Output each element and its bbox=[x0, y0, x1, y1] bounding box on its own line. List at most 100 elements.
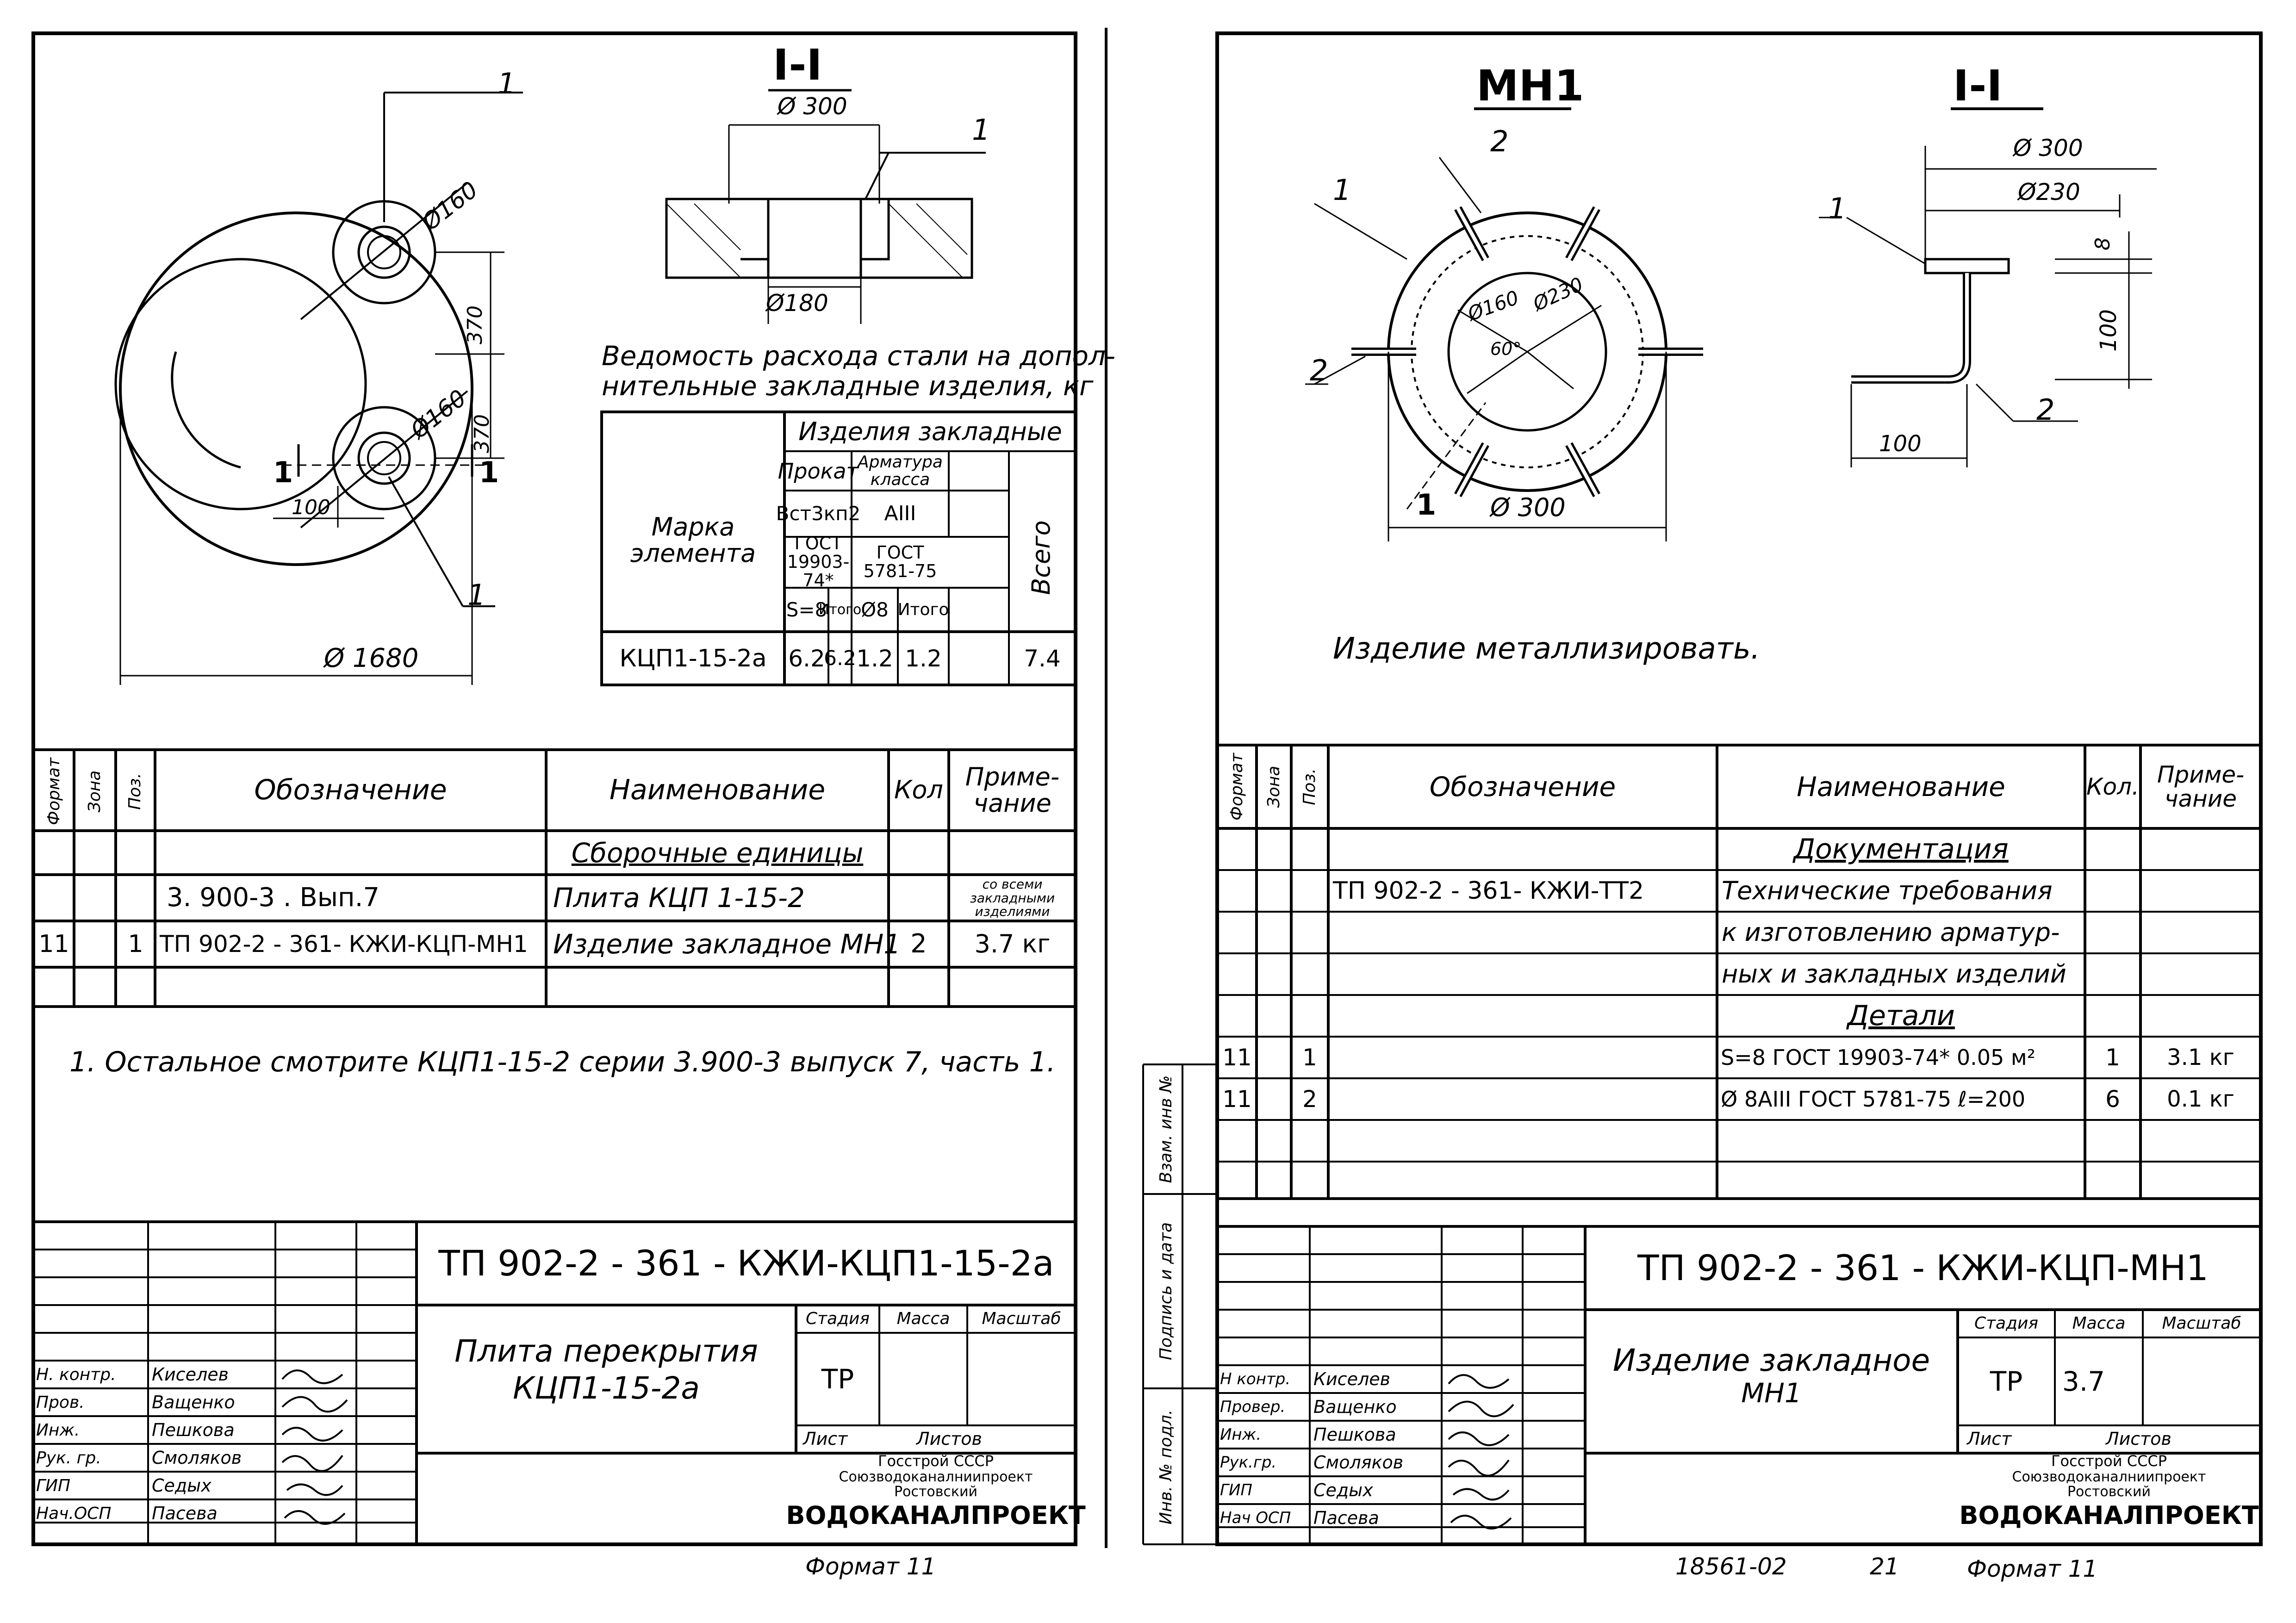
dim-370-lower: 370 bbox=[470, 414, 494, 453]
side-label-sign-date: Подпись и дата bbox=[1157, 1222, 1176, 1361]
stamp-org-2: Союзводоканалниипроект bbox=[839, 1469, 1033, 1486]
section-right-dim-100-h: 100 bbox=[1879, 431, 1922, 457]
spec-doc-designation: ТП 902-2 - 361- КЖИ-ТТ2 bbox=[1333, 877, 1644, 905]
stamp-signatures bbox=[1448, 1374, 1514, 1530]
spec-detail-name: S=8 ГОСТ 19903-74* 0.05 м² bbox=[1721, 1045, 2036, 1070]
plan-dia-300: Ø 300 bbox=[1490, 493, 1566, 522]
stamp-name: Киселев bbox=[152, 1364, 229, 1385]
stamp-name: Киселев bbox=[1313, 1369, 1391, 1390]
spec-row2-designation: ТП 902-2 - 361- КЖИ-КЦП-МН1 bbox=[160, 931, 528, 958]
spec-col-pos: Поз. bbox=[125, 773, 144, 810]
stamp-role: ГИП bbox=[1220, 1481, 1252, 1500]
steel-row-value: 7.4 bbox=[1024, 645, 1061, 672]
stamp-org-4: ВОДОКАНАЛПРОЕКТ bbox=[786, 1500, 1086, 1530]
stamp-org-3: Ростовский bbox=[2067, 1484, 2151, 1500]
spec-detail-format: 11 bbox=[1222, 1085, 1252, 1113]
stamp-name: Седых bbox=[1313, 1480, 1373, 1501]
spec-detail-qty: 1 bbox=[2105, 1044, 2120, 1071]
stamp-title-2: КЦП1-15-2а bbox=[513, 1370, 700, 1406]
sheet-code: 18561-02 bbox=[1675, 1553, 1787, 1580]
format-label-left: Формат 11 bbox=[805, 1553, 936, 1580]
spec-col-note: Приме-чание bbox=[2157, 761, 2245, 812]
stamp-scale-label: Масштаб bbox=[2162, 1314, 2241, 1333]
plate-callout-1: 1 bbox=[498, 67, 516, 100]
spec-row2-note: 3.7 кг bbox=[974, 929, 1051, 959]
plan-angle: 60° bbox=[1490, 339, 1522, 359]
stamp-title-2: МН1 bbox=[1741, 1377, 1802, 1409]
section-title-right: I-I bbox=[1953, 61, 2003, 111]
steel-header-group: Изделия закладные bbox=[798, 417, 1062, 446]
section-right-callout-1: 1 bbox=[1828, 192, 1847, 225]
stamp-role: Н. контр. bbox=[36, 1365, 116, 1385]
side-label-replace-inv: Взам. инв № bbox=[1157, 1075, 1176, 1183]
stamp-role: Пров. bbox=[36, 1393, 85, 1412]
stamp-title-1: Изделие закладное bbox=[1612, 1343, 1930, 1379]
section-dia-180: Ø180 bbox=[766, 290, 828, 317]
spec-row2-name: Изделие закладное МН1 bbox=[553, 928, 901, 960]
spec-doc-name-3: ных и закладных изделий bbox=[1722, 959, 2066, 989]
stamp-role: Нач ОСП bbox=[1220, 1509, 1291, 1528]
steel-row-mark: КЦП1-15-2а bbox=[619, 644, 767, 672]
spec-col-qty: Кол bbox=[894, 775, 943, 805]
steel-sub-d8: Ø8 bbox=[861, 598, 889, 621]
stamp-stage: ТР bbox=[821, 1363, 854, 1395]
steel-col-armatura: Арматура класса bbox=[858, 453, 943, 489]
spec-section-assembly: Сборочные единицы bbox=[571, 837, 864, 869]
stamp-code: ТП 902-2 - 361 - КЖИ-КЦП1-15-2а bbox=[438, 1243, 1054, 1284]
stamp-name: Смоляков bbox=[1313, 1452, 1404, 1473]
plan-title: МН1 bbox=[1476, 61, 1584, 111]
spec-col-designation: Обозначение bbox=[1429, 771, 1616, 802]
stamp-stage-label: Стадия bbox=[1974, 1314, 2039, 1333]
steel-row-value: 1.2 bbox=[905, 645, 942, 672]
spec-detail-pos: 1 bbox=[1302, 1044, 1317, 1071]
stamp-org-3: Ростовский bbox=[894, 1484, 978, 1500]
spec-col-format: Формат bbox=[1227, 752, 1246, 821]
plan-callout-1: 1 bbox=[1333, 173, 1351, 207]
steel-sub-itogo-2: Итого bbox=[897, 600, 949, 620]
section-dia-300: Ø 300 bbox=[778, 93, 847, 120]
spec-col-name: Наименование bbox=[1797, 771, 2005, 802]
spec-section-details: Детали bbox=[1847, 999, 1955, 1032]
stamp-code: ТП 902-2 - 361 - КЖИ-КЦП-МН1 bbox=[1637, 1247, 2209, 1289]
steel-table-caption-2: нительные закладные изделия, кг bbox=[602, 370, 1094, 402]
stamp-mass: 3.7 bbox=[2062, 1365, 2105, 1397]
steel-sub-itogo-1: Итого bbox=[818, 602, 862, 618]
steel-armatura-gost: ГОСТ 5781-75 bbox=[863, 542, 937, 581]
stamp-sheet-label: Лист bbox=[1967, 1429, 2012, 1449]
spec-detail-format: 11 bbox=[1222, 1044, 1252, 1071]
stamp-role: ГИП bbox=[36, 1476, 71, 1496]
stamp-name: Ващенко bbox=[1313, 1397, 1397, 1418]
section-callout-1: 1 bbox=[972, 113, 990, 147]
section-right-callout-2: 2 bbox=[2036, 393, 2055, 427]
section-right-dia-230: Ø230 bbox=[2018, 179, 2080, 205]
steel-col-prokat: Прокат bbox=[778, 458, 859, 484]
stamp-scale-label: Масштаб bbox=[982, 1309, 1061, 1329]
spec-col-designation: Обозначение bbox=[254, 774, 447, 806]
spec-detail-name: Ø 8АIII ГОСТ 5781-75 ℓ=200 bbox=[1721, 1086, 2026, 1112]
stamp-signatures bbox=[281, 1369, 348, 1525]
spec-detail-qty: 6 bbox=[2105, 1085, 2120, 1113]
spec-col-pos: Поз. bbox=[1300, 768, 1319, 805]
spec-col-zone: Зона bbox=[1264, 765, 1283, 808]
steel-table-caption-1: Ведомость расхода стали на допол- bbox=[602, 340, 1116, 372]
steel-prokat-gost: ГОСТ 19903-74* bbox=[787, 533, 850, 591]
section-right-dia-300: Ø 300 bbox=[2013, 135, 2083, 162]
plan-section-mark: 1 bbox=[1416, 488, 1437, 522]
dim-370-upper: 370 bbox=[463, 305, 487, 344]
spec-col-format: Формат bbox=[44, 757, 63, 826]
stamp-name: Пешкова bbox=[152, 1420, 235, 1441]
stamp-title-1: Плита перекрытия bbox=[454, 1333, 758, 1369]
section-right-dim-100-v: 100 bbox=[2095, 309, 2122, 352]
spec-row1-name: Плита КЦП 1-15-2 bbox=[553, 882, 805, 914]
spec-row2-pos: 1 bbox=[128, 930, 143, 958]
dim-100: 100 bbox=[292, 496, 330, 519]
stamp-role: Провер. bbox=[1220, 1398, 1286, 1417]
spec-section-docs: Документация bbox=[1793, 833, 2009, 865]
steel-col-mark: Марка элемента bbox=[630, 512, 756, 568]
spec-detail-note: 0.1 кг bbox=[2167, 1086, 2234, 1112]
steel-row-value: 6.2 bbox=[824, 646, 856, 670]
section-right-dim-8: 8 bbox=[2091, 237, 2115, 250]
stamp-name: Седых bbox=[152, 1475, 212, 1496]
spec-detail-note: 3.1 кг bbox=[2167, 1044, 2234, 1070]
